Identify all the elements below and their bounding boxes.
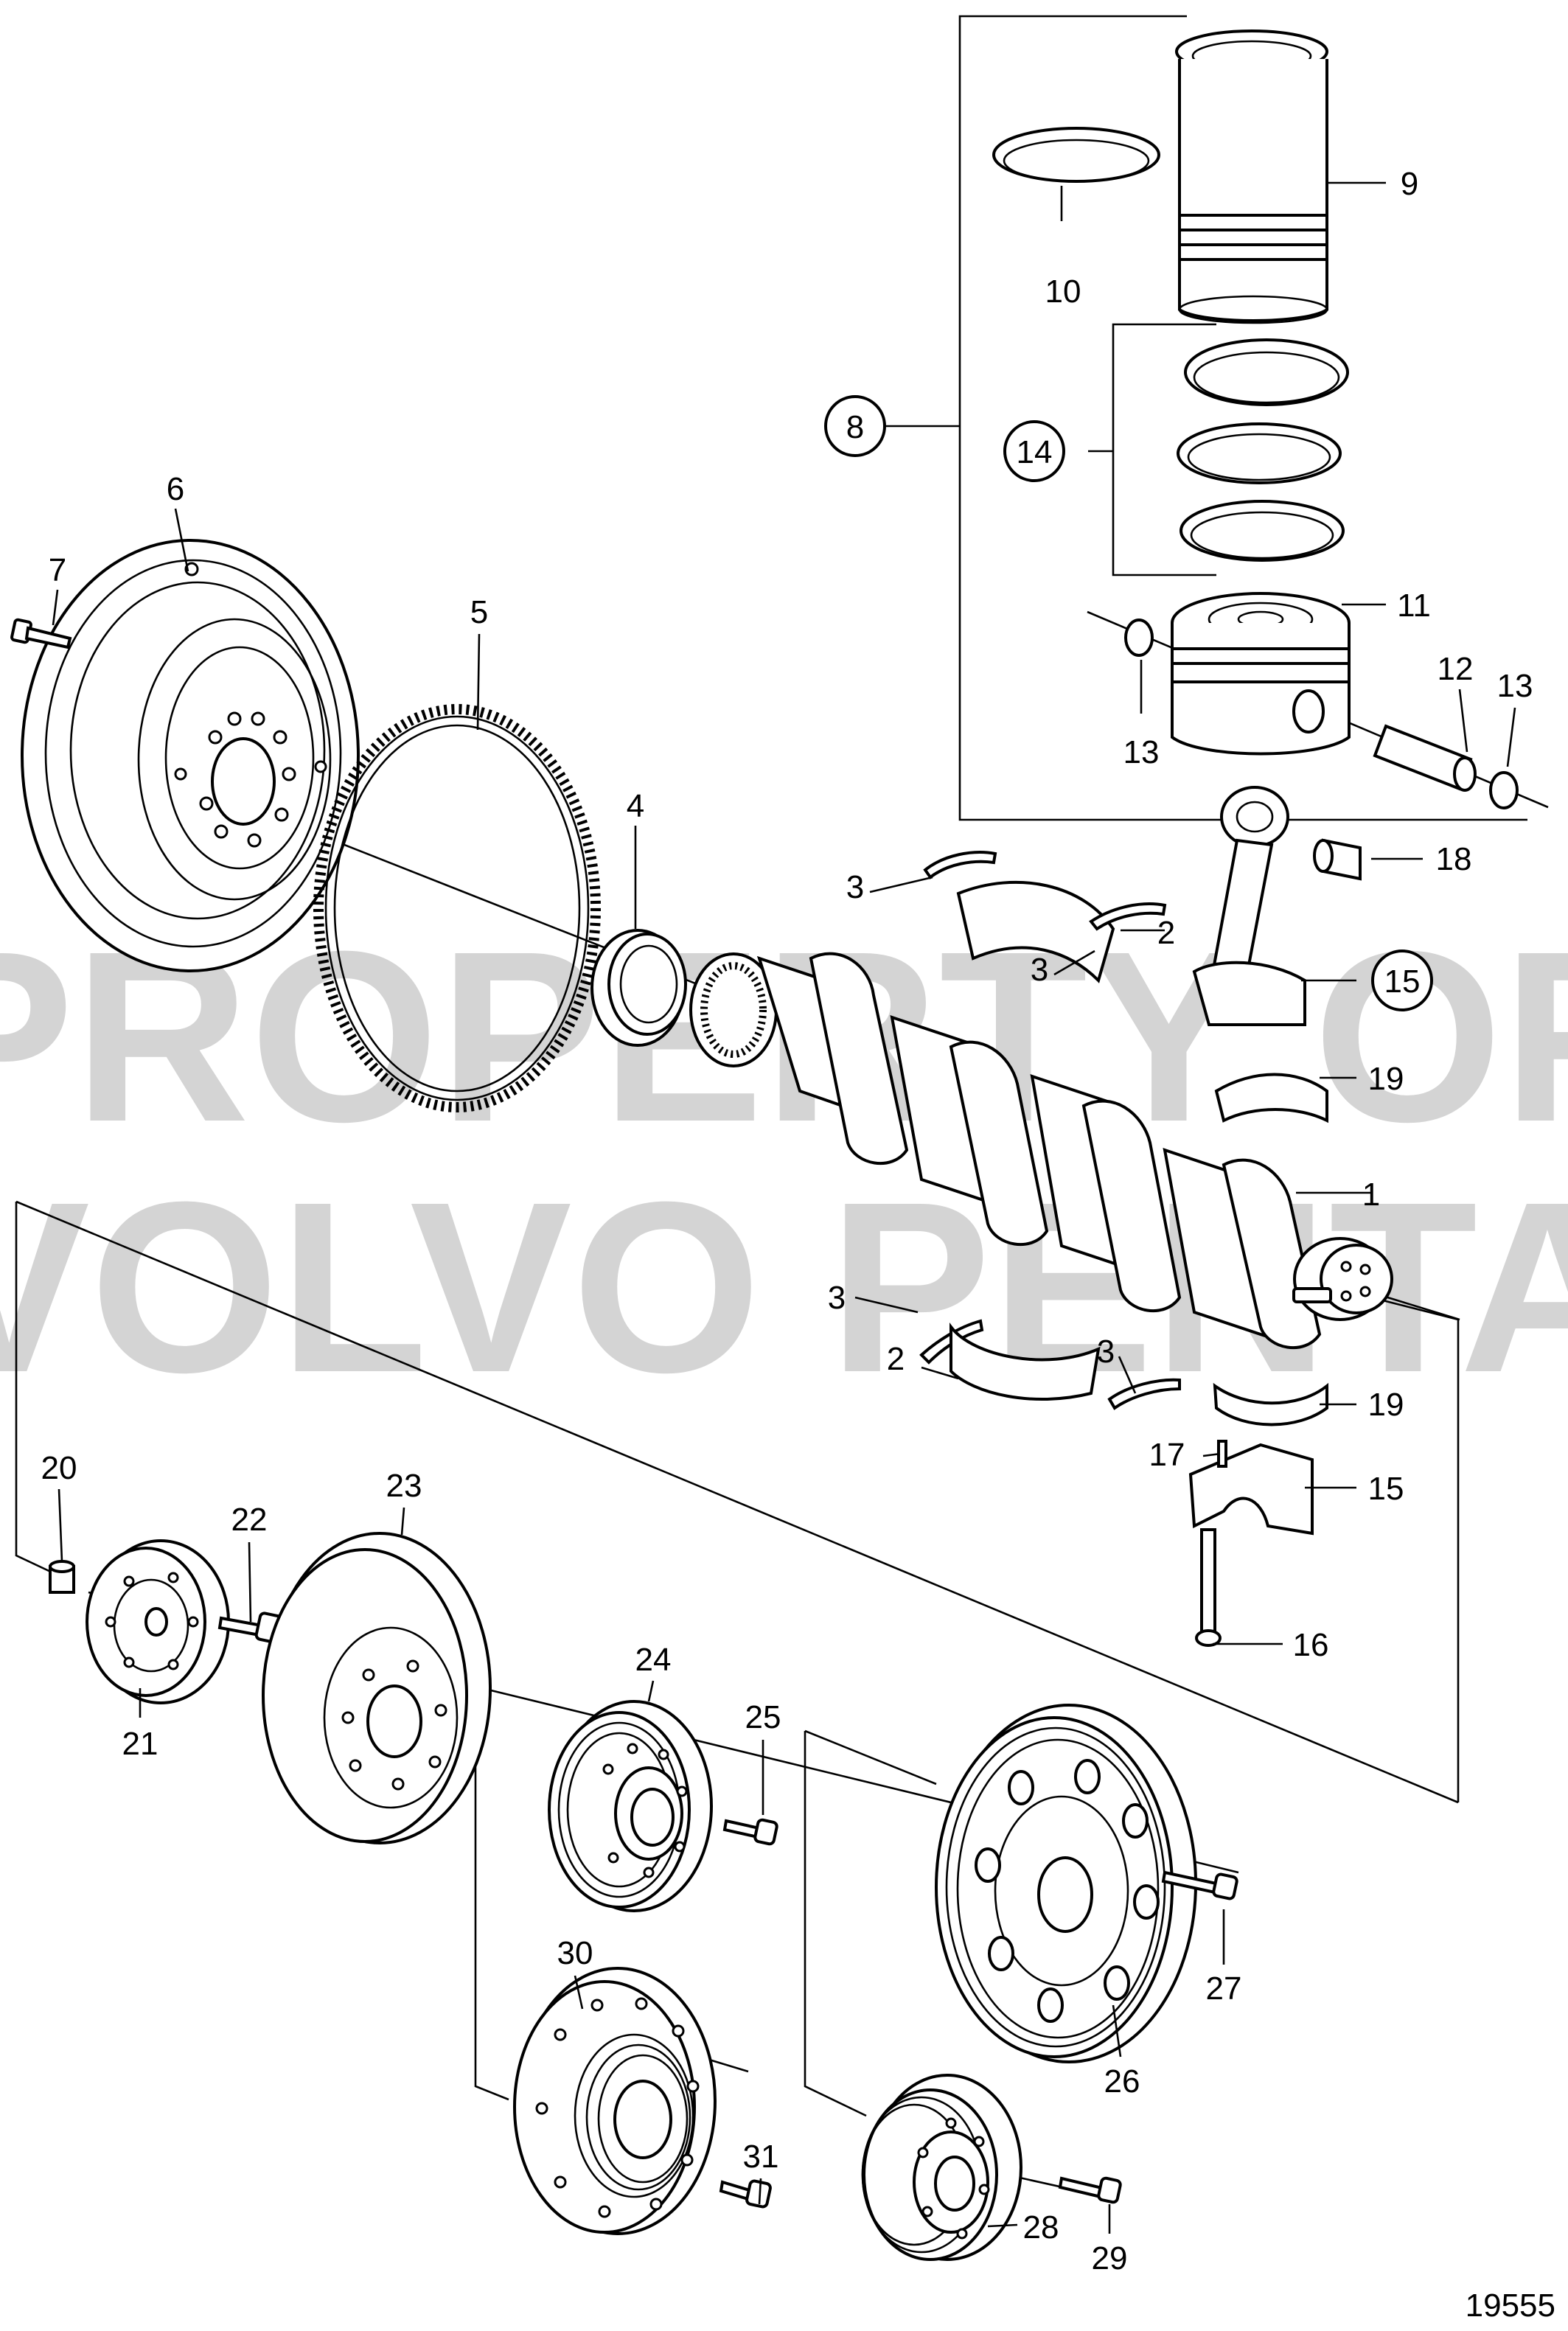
narrow-pulley — [861, 2074, 1022, 2261]
callout-3a: 3 — [846, 869, 864, 905]
piston-rings — [1177, 338, 1349, 562]
callout-14-circle — [1003, 420, 1065, 482]
callout-25: 25 — [745, 1699, 781, 1735]
crank-hub — [86, 1539, 230, 1704]
connecting-rod-cap — [1188, 1440, 1314, 1647]
callout-8: 8 — [846, 409, 864, 445]
connecting-rod — [1192, 786, 1306, 1026]
piston — [1171, 592, 1351, 756]
callout-15a: 15 — [1384, 964, 1421, 1000]
crankshaft — [689, 952, 1393, 1349]
liner-seal-ring — [992, 127, 1160, 183]
callout-7: 7 — [49, 552, 66, 588]
callout-19b: 19 — [1368, 1387, 1404, 1423]
multi-groove-pulley-bolt — [719, 2179, 772, 2209]
callout-29: 29 — [1092, 2240, 1128, 2276]
callout-2b: 2 — [887, 1341, 905, 1377]
callout-15b: 15 — [1368, 1471, 1404, 1507]
cylinder-liner — [1175, 29, 1328, 324]
crank-pulley-small — [548, 1700, 713, 1912]
oil-seal — [590, 929, 687, 1047]
callout-16: 16 — [1293, 1627, 1329, 1663]
large-pulley-bolt — [1161, 1870, 1238, 1900]
callout-26: 26 — [1104, 2063, 1140, 2100]
callout-6: 6 — [167, 471, 184, 507]
callout-30: 30 — [557, 1935, 593, 1971]
ring-gear — [313, 704, 601, 1112]
pulley-bolt — [722, 1818, 778, 1846]
callout-8-circle — [824, 395, 886, 457]
callout-27: 27 — [1206, 1971, 1242, 2007]
flywheel — [21, 539, 360, 972]
connecting-rod-bearings — [1213, 1073, 1328, 1426]
main-bearings — [919, 851, 1181, 1410]
piston-pin — [1373, 724, 1477, 792]
callout-5: 5 — [470, 594, 488, 630]
callout-22: 22 — [231, 1502, 268, 1538]
callout-4: 4 — [627, 788, 644, 824]
drawing-number: 19555 — [1466, 2288, 1555, 2324]
flywheel-bolt — [10, 618, 72, 649]
callout-17: 17 — [1149, 1437, 1185, 1473]
callout-13a: 13 — [1123, 734, 1160, 770]
callout-15-circle — [1371, 950, 1433, 1011]
multi-groove-pulley — [513, 1967, 717, 2235]
callout-19a: 19 — [1368, 1061, 1404, 1097]
callout-28: 28 — [1023, 2209, 1059, 2245]
vibration-damper — [262, 1532, 492, 1844]
callout-14: 14 — [1017, 434, 1053, 470]
callout-24: 24 — [635, 1642, 672, 1678]
callout-3c: 3 — [828, 1280, 846, 1316]
circlips — [1124, 619, 1519, 809]
callout-23: 23 — [386, 1468, 422, 1504]
callout-3b: 3 — [1031, 952, 1048, 988]
narrow-pulley-bolt — [1058, 2176, 1122, 2204]
callout-9: 9 — [1401, 166, 1418, 202]
callout-1: 1 — [1362, 1177, 1380, 1213]
callout-13b: 13 — [1497, 668, 1533, 704]
callout-21: 21 — [122, 1726, 158, 1762]
dowel-pin — [49, 1560, 75, 1594]
callout-3d: 3 — [1097, 1334, 1115, 1370]
crank-pulley-large — [935, 1704, 1197, 2063]
callout-12: 12 — [1438, 651, 1474, 687]
callout-31: 31 — [743, 2139, 779, 2175]
leader-lines — [52, 181, 1516, 2234]
callout-2a: 2 — [1157, 915, 1175, 951]
piston-pin-bush — [1313, 838, 1362, 881]
callout-10: 10 — [1045, 273, 1081, 310]
callout-20: 20 — [41, 1450, 77, 1486]
callout-labels: 1 2 2 3 3 3 3 4 5 6 7 8 9 10 11 12 13 13… — [41, 166, 1533, 2276]
callout-18: 18 — [1436, 841, 1472, 877]
callout-11: 11 — [1397, 588, 1431, 624]
